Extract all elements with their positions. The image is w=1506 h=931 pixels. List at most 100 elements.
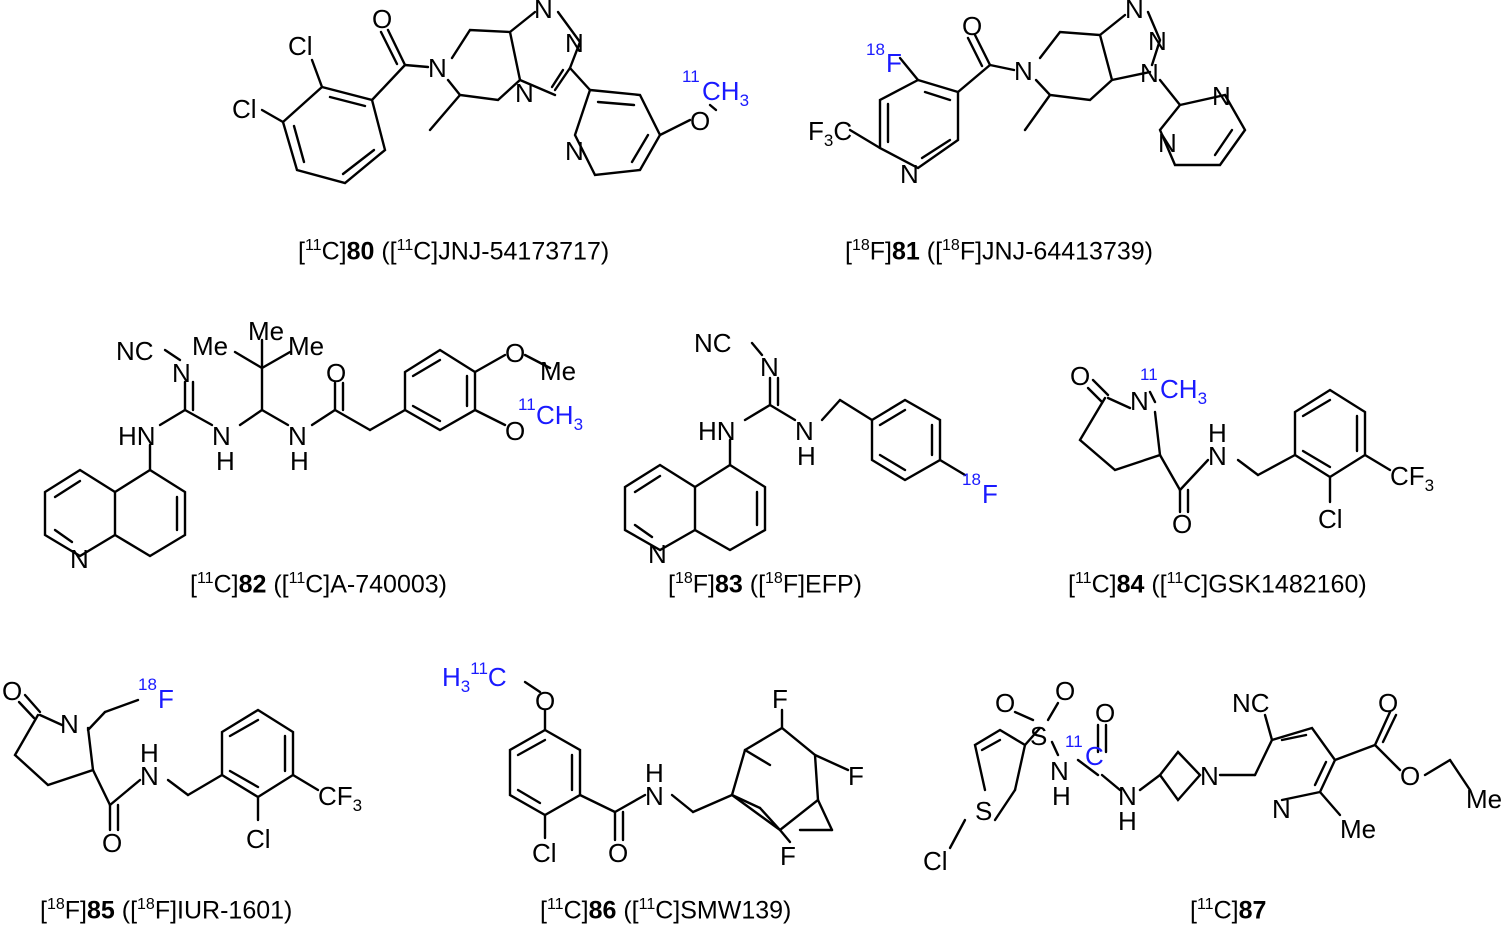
atom-n: N [1125,0,1144,24]
caption-86: [11C]86 ([11C]SMW139) [540,896,792,925]
atom-o: O [2,676,22,706]
atom-h: H [140,738,159,768]
atom-hn: HN [698,416,736,446]
atom-o: O [608,838,628,868]
atom-o: O [505,416,525,446]
group-me: Me [540,356,576,386]
atom-n: N [645,781,664,811]
label-11c: C [1085,741,1104,771]
isotope-18: 18 [962,470,981,489]
isotope-18: 18 [138,675,157,694]
label-18f: F [158,684,174,714]
atom-o: O [1055,676,1075,706]
group-nc: NC [116,336,154,366]
atom-h: H [645,758,664,788]
atom-n: N [60,709,79,739]
atom-cl: Cl [1318,504,1343,534]
atom-h: H [290,446,309,476]
atom-o: O [1172,509,1192,539]
atom-o: O [995,688,1015,718]
group-cf3: CF3 [318,781,362,815]
atom-h: H [216,446,235,476]
group-me: Me [1340,814,1376,844]
atom-cl: Cl [246,824,271,854]
atom-o: O [505,338,525,368]
atom-o: O [1400,761,1420,791]
atom-n: N [534,0,553,24]
atom-cl: Cl [288,31,313,61]
group-me: Me [288,331,324,361]
atom-n: N [1140,58,1159,88]
atom-n: N [1014,56,1033,86]
atom-n: N [1158,128,1177,158]
label-11ch3: CH3 [536,400,583,434]
atom-h: H [1052,781,1071,811]
atom-n: N [140,761,159,791]
atom-n: N [1118,781,1137,811]
atom-h: H [1208,418,1227,448]
atom-n: N [1200,761,1219,791]
atom-o: O [1070,361,1090,391]
atom-n: N [1212,81,1231,111]
group-f3c: F3C [808,116,852,150]
atom-o: O [102,828,122,858]
caption-82: [11C]82 ([11C]A-740003) [190,570,447,599]
atom-n: N [1272,794,1291,824]
caption-83: [18F]83 ([18F]EFP) [668,570,862,599]
group-cf3: CF3 [1390,461,1434,495]
structure-85 [13,693,320,832]
atom-s: S [975,796,992,826]
atom-n: N [900,159,919,189]
atom-h: H [797,441,816,471]
atom-n: N [648,539,667,569]
structure-84 [1078,378,1392,514]
structure-82 [43,338,552,558]
atom-cl: Cl [232,94,257,124]
atom-hn: HN [118,421,156,451]
label-18f: F [886,48,902,78]
atom-n: N [212,421,231,451]
label-11ch3: CH3 [702,76,749,110]
isotope-11: 11 [518,395,536,414]
isotope-11: 11 [1140,365,1158,384]
atom-n: N [760,352,779,382]
group-me: Me [192,331,228,361]
structure-81 [848,10,1247,170]
atom-o: O [535,686,555,716]
atom-n: N [565,28,584,58]
structure-86 [508,680,850,844]
group-me: Me [248,316,284,346]
atom-n: N [428,53,447,83]
atom-f: F [848,761,864,791]
label-11ch3: CH3 [1160,374,1207,408]
label-h3-11c: H311C [442,659,507,696]
structure-87 [948,701,1472,850]
atom-n: N [1208,441,1227,471]
atom-n: N [172,358,191,388]
atom-h: H [1118,806,1137,836]
atom-s: S [1030,721,1047,751]
structure-80 [260,10,718,185]
caption-87: [11C]87 [1190,896,1267,925]
isotope-18: 18 [866,40,885,59]
caption-80: [11C]80 ([11C]JNJ-54173717) [298,237,610,266]
atom-o: O [1095,698,1115,728]
atom-n: N [795,416,814,446]
atom-n: N [515,78,534,108]
atom-o: O [690,106,710,136]
atom-o: O [962,11,982,41]
atom-n: N [1130,386,1149,416]
atom-f: F [772,684,788,714]
isotope-11: 11 [1065,732,1083,751]
group-nc: NC [694,328,732,358]
caption-85: [18F]85 ([18F]IUR-1601) [40,896,293,925]
atom-n: N [1148,26,1167,56]
atom-o: O [372,4,392,34]
atom-n: N [565,136,584,166]
isotope-11: 11 [682,67,700,86]
caption-81: [18F]81 ([18F]JNJ-64413739) [845,237,1153,266]
label-18f: F [982,479,998,509]
atom-f: F [780,841,796,871]
